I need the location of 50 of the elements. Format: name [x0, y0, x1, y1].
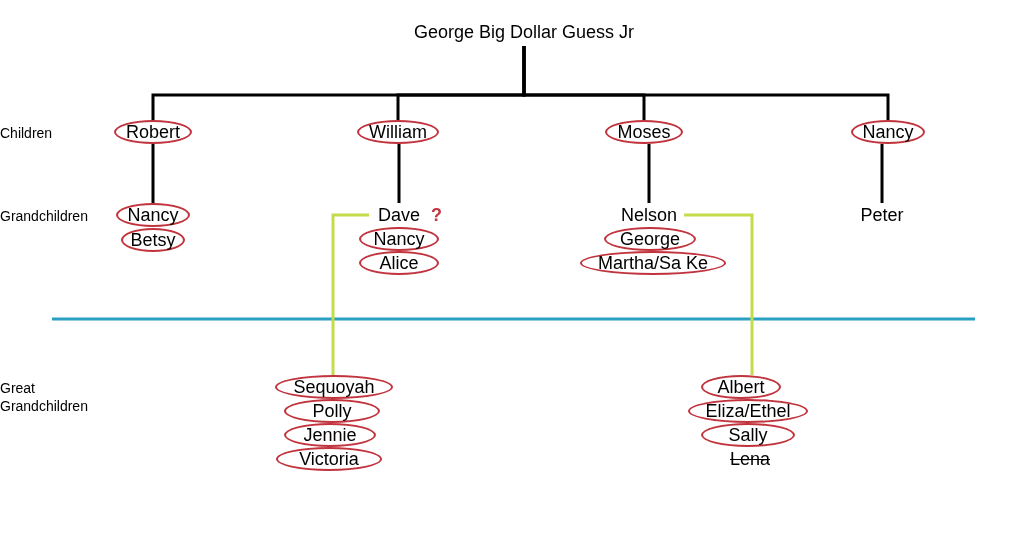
name-ellipse [284, 423, 376, 447]
name-ellipse [359, 227, 439, 251]
person-name: Lena [729, 448, 770, 470]
name-ellipse [688, 399, 808, 423]
person-name: Albert [717, 376, 765, 398]
generation-label: Children [0, 124, 54, 142]
name-ellipse [580, 251, 726, 275]
name-ellipse [276, 447, 382, 471]
person-name: Sally [728, 424, 768, 446]
name-ellipse [604, 227, 696, 251]
question-mark: ? [431, 204, 442, 227]
name-ellipse [605, 120, 683, 144]
person-name: Nancy [862, 121, 914, 143]
person-name: Martha/Sa Ke [597, 252, 709, 274]
name-ellipse [701, 375, 781, 399]
name-ellipse [357, 120, 439, 144]
connector-line [331, 213, 369, 375]
person-name: Nancy [373, 228, 425, 250]
person-name: Dave [378, 204, 420, 226]
person-name: Sequoyah [293, 376, 375, 398]
person-name: Robert [126, 121, 180, 143]
person-name: Moses [617, 121, 671, 143]
name-ellipse [851, 120, 925, 144]
connector-line [522, 46, 890, 120]
connector-line [647, 144, 651, 203]
name-ellipse [359, 251, 439, 275]
name-ellipse [121, 228, 185, 252]
connector-line [151, 144, 155, 203]
person-name: Nelson [621, 204, 677, 226]
name-ellipse [116, 203, 190, 227]
connector-line [880, 144, 884, 203]
person-name: Betsy [130, 229, 176, 251]
generation-label: Great Grandchildren [0, 379, 89, 415]
generation-label: Grandchildren [0, 207, 89, 225]
person-name: Nancy [127, 204, 179, 226]
person-name: Alice [379, 252, 419, 274]
person-name: William [369, 121, 427, 143]
person-name: Polly [312, 400, 352, 422]
person-name: Jennie [303, 424, 357, 446]
name-ellipse [284, 399, 380, 423]
connector-line [397, 144, 401, 203]
connector-line [684, 213, 754, 375]
person-name: Peter [860, 204, 904, 226]
name-ellipse [114, 120, 192, 144]
person-name: Eliza/Ethel [705, 400, 791, 422]
person-name: George [619, 228, 680, 250]
name-ellipse [275, 375, 393, 399]
name-ellipse [701, 423, 795, 447]
person-name: Victoria [299, 448, 359, 470]
person-name: George Big Dollar Guess Jr [413, 21, 635, 43]
